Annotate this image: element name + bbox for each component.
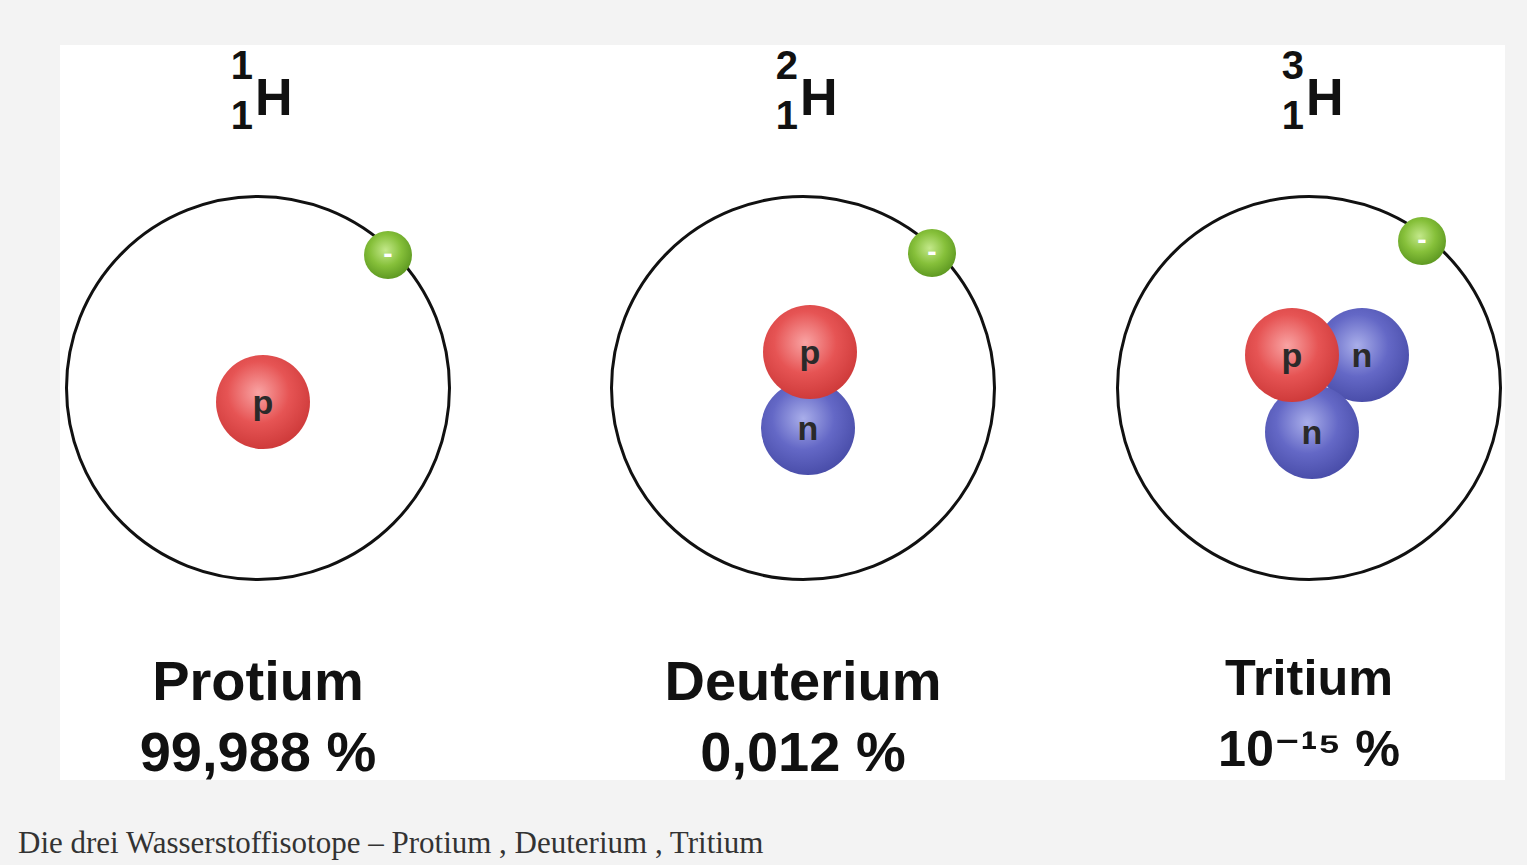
figure-caption: Die drei Wasserstoffisotope – Protium , … — [18, 826, 763, 860]
proton-particle: p — [216, 355, 310, 449]
electron-orbit-circle — [612, 197, 995, 580]
atomic-number: 1 — [1282, 95, 1304, 135]
neutron-particle-circle — [761, 381, 855, 475]
charge-sign: - — [1417, 226, 1426, 254]
charge-sign: - — [383, 240, 392, 268]
proton-particle-circle — [763, 305, 857, 399]
isotope-name: Protium — [25, 653, 491, 709]
particle-label: n — [798, 411, 819, 445]
mass-number: 2 — [776, 45, 798, 85]
electron-particle: - — [364, 231, 412, 279]
particle-label-box: - — [364, 231, 412, 279]
charge-sign: - — [927, 238, 936, 266]
proton-particle-circle — [1245, 308, 1339, 402]
element-symbol: H — [1306, 71, 1344, 123]
abundance-percent: 99,988 % — [25, 724, 491, 780]
proton-particle: p — [763, 305, 857, 399]
isotope-name: Deuterium — [570, 653, 1036, 709]
particle-label-box: - — [908, 229, 956, 277]
element-symbol: H — [800, 71, 838, 123]
neutron-particle-circle — [1265, 385, 1359, 479]
electron-particle-circle — [364, 231, 412, 279]
atomic-number: 1 — [231, 95, 253, 135]
particle-label-box: - — [1398, 217, 1446, 265]
electron-orbit: 11HProtium99,988 %-p — [65, 195, 451, 581]
particle-label: p — [253, 385, 274, 419]
proton-particle: p — [1245, 308, 1339, 402]
particle-label: n — [1352, 338, 1373, 372]
particle-label: p — [800, 335, 821, 369]
abundance-percent: 0,012 % — [570, 724, 1036, 780]
electron-orbit-circle — [1118, 197, 1501, 580]
electron-orbit: 31HTritium10⁻¹⁵ %-pnn — [1116, 195, 1502, 581]
atomic-number: 1 — [776, 95, 798, 135]
element-symbol: H — [255, 71, 293, 123]
electron-particle-circle — [1398, 217, 1446, 265]
particle-label: n — [1302, 415, 1323, 449]
electron-particle: - — [1398, 217, 1446, 265]
electron-particle: - — [908, 229, 956, 277]
proton-particle-circle — [216, 355, 310, 449]
electron-orbit-circle — [67, 197, 450, 580]
electron-orbit: 21HDeuterium0,012 %-pn — [610, 195, 996, 581]
mass-number: 1 — [231, 45, 253, 85]
particle-label-box: p — [763, 305, 857, 399]
particle-label-box: p — [1245, 308, 1339, 402]
neutron-particle-circle — [1315, 308, 1409, 402]
particle-label: p — [1282, 338, 1303, 372]
abundance-percent: 10⁻¹⁵ % — [1076, 724, 1527, 774]
mass-number: 3 — [1282, 45, 1304, 85]
electron-particle-circle — [908, 229, 956, 277]
particle-label-box: p — [216, 355, 310, 449]
isotope-name: Tritium — [1076, 653, 1527, 703]
